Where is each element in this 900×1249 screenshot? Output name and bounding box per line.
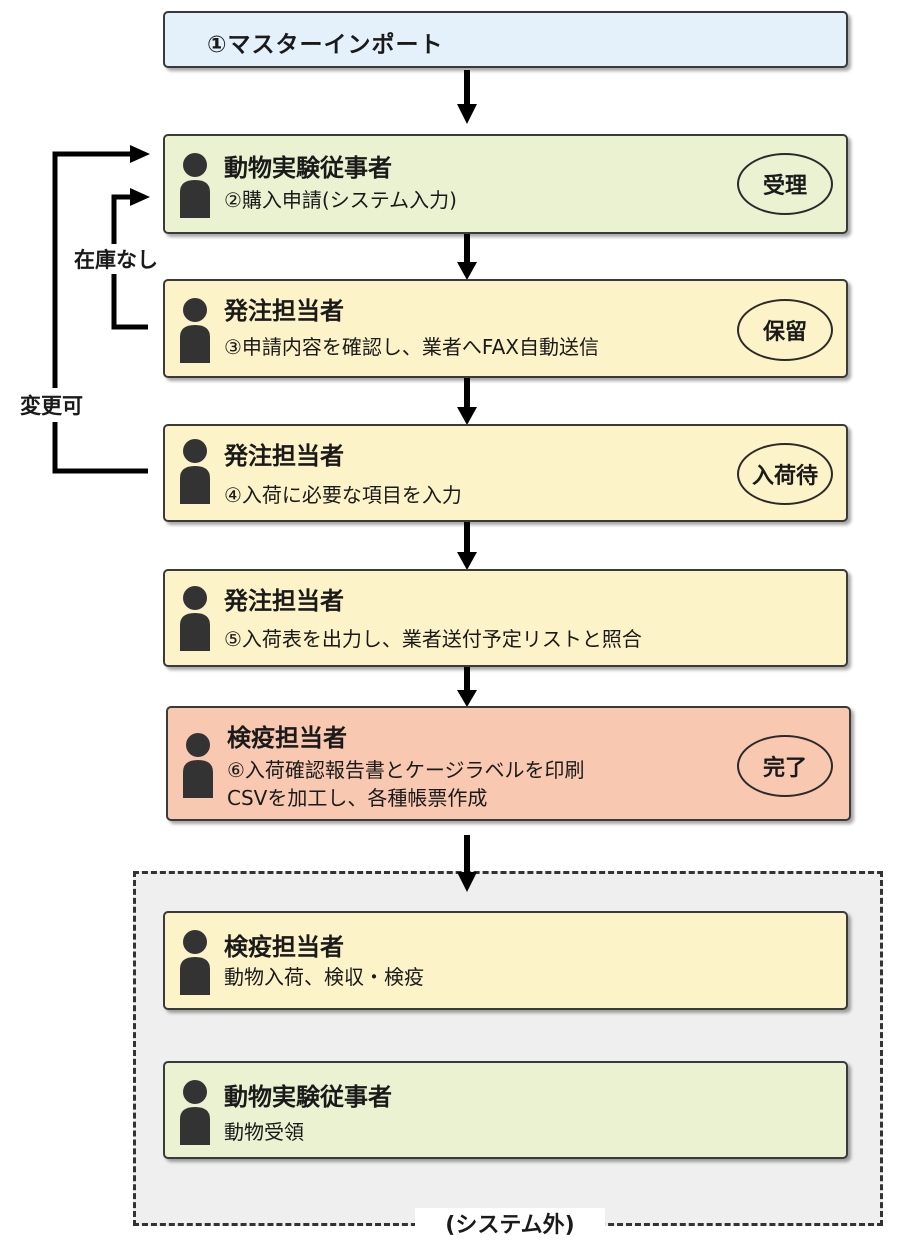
step-description-line1: ⑥入荷確認報告書とケージラベルを印刷 [227,758,585,782]
step-purchase-request: 動物実験従事者 ②購入申請(システム入力) 受理 [163,134,848,234]
step-description-line2: CSVを加工し、各種帳票作成 [227,786,488,810]
step-role: 発注担当者 [224,442,344,470]
step-role: 検疫担当者 [227,724,347,752]
status-badge: 入荷待 [737,443,833,505]
step-description: 動物入荷、検収・検疫 [224,965,424,989]
arrowhead-step3-to-step4 [457,407,477,425]
person-icon [180,586,210,651]
step-description: ④入荷に必要な項目を入力 [224,483,462,507]
changeable-label: 変更可 [18,388,85,422]
step-input-arrival-items: 発注担当者 ④入荷に必要な項目を入力 入荷待 [163,424,848,522]
step-description: ②購入申請(システム入力) [224,188,457,212]
person-icon [180,298,210,363]
person-icon [183,733,213,798]
master-import-box: ①マスターインポート [163,11,848,68]
person-icon [180,930,210,995]
step-role: 発注担当者 [224,297,344,325]
person-icon [180,1080,210,1145]
step-role: 動物実験従事者 [224,154,392,182]
step-animal-receipt: 動物実験従事者 動物受領 [163,1061,848,1159]
step-output-arrival-list: 発注担当者 ⑤入荷表を出力し、業者送付予定リストと照合 [163,569,848,667]
status-badge: 保留 [737,299,833,361]
step-animal-arrival-quarantine: 検疫担当者 動物入荷、検収・検疫 [163,911,848,1010]
master-import-label: ①マスターインポート [207,32,444,58]
step-description: 動物受領 [224,1120,304,1144]
status-badge: 受理 [737,153,833,215]
person-icon [180,439,210,504]
person-icon [180,153,210,218]
step-role: 検疫担当者 [224,933,344,961]
arrowhead-step6-to-external [457,872,477,892]
external-area-label: (システム外) [415,1208,605,1246]
arrowhead-master-to-step2 [457,104,477,124]
step-confirm-application: 発注担当者 ③申請内容を確認し、業者へFAX自動送信 保留 [163,279,848,378]
status-badge: 完了 [737,735,833,797]
step-role: 発注担当者 [224,587,344,615]
step-print-report: 検疫担当者 ⑥入荷確認報告書とケージラベルを印刷 CSVを加工し、各種帳票作成 … [166,706,851,821]
down-arrows [457,70,477,892]
out-of-stock-label: 在庫なし [72,244,160,274]
arrowhead-step4-to-step5 [457,552,477,570]
arrowhead-step5-to-step6 [457,690,477,707]
step-description: ③申請内容を確認し、業者へFAX自動送信 [224,335,599,359]
arrowhead-step2-to-step3 [457,262,477,280]
step-description: ⑤入荷表を出力し、業者送付予定リストと照合 [224,627,642,651]
loop-changeable [52,145,150,474]
step-role: 動物実験従事者 [224,1083,392,1111]
